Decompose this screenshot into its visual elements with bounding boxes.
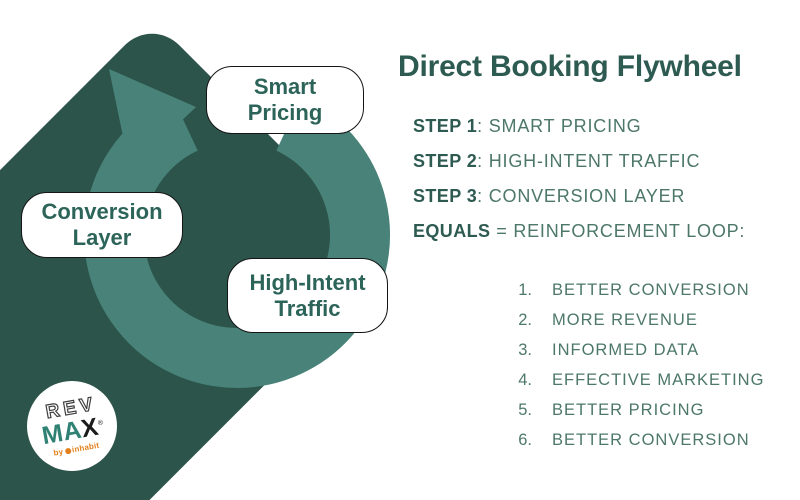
loop-item-1: 1.BETTER CONVERSION (518, 281, 750, 299)
bubble-label-line: Traffic (274, 295, 341, 321)
bubble-label-line: Pricing (247, 100, 323, 125)
bubble-label-line: Smart (253, 74, 317, 100)
loop-item-5: 5.BETTER PRICING (518, 401, 705, 419)
registered-mark: ® (96, 418, 104, 427)
loop-item-3: 3.INFORMED DATA (518, 341, 700, 359)
bubble-high-intent-traffic: High-Intent Traffic (227, 258, 388, 333)
diamond-shape (0, 33, 377, 500)
bubble-label-line: Conversion (41, 199, 163, 225)
steps-list: STEP 1: SMART PRICING STEP 2: HIGH-INTEN… (413, 116, 745, 256)
loop-item-6: 6.BETTER CONVERSION (518, 431, 750, 449)
loop-item-4: 4.EFFECTIVE MARKETING (518, 371, 765, 389)
loop-item-2: 2.MORE REVENUE (518, 311, 698, 329)
flywheel-arrowhead-icon (109, 69, 196, 170)
step-line-2: STEP 2: HIGH-INTENT TRAFFIC (413, 151, 701, 171)
bubble-conversion-layer: Conversion Layer (21, 192, 183, 258)
reinforcement-loop-list: 1.BETTER CONVERSION 2.MORE REVENUE 3.INF… (500, 281, 764, 461)
step-line-3: STEP 3: CONVERSION LAYER (413, 186, 686, 206)
step-line-equals: EQUALS = REINFORCEMENT LOOP: (413, 221, 746, 241)
bubble-label-line: High-Intent (249, 269, 366, 295)
bubble-smart-pricing: Smart Pricing (206, 66, 364, 134)
page-title: Direct Booking Flywheel (398, 50, 742, 83)
step-line-1: STEP 1: SMART PRICING (413, 116, 642, 136)
inhabit-icon (64, 447, 72, 455)
bubble-label-line: Layer (72, 225, 132, 250)
